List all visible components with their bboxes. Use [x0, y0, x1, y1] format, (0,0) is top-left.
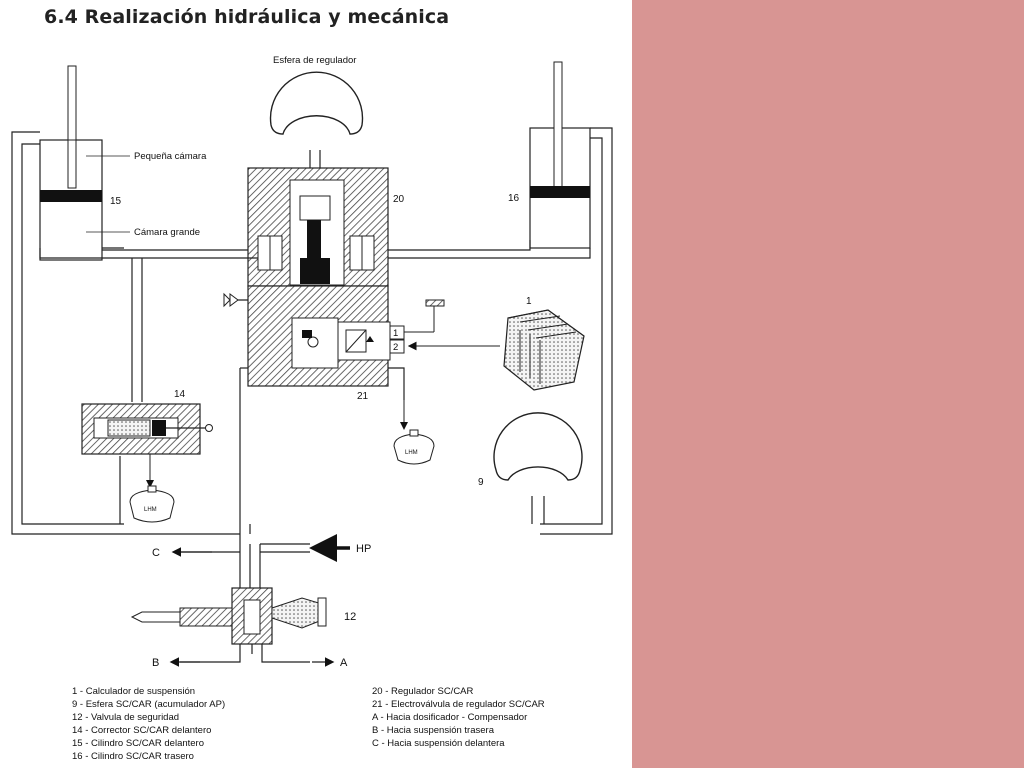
- label-16: 16: [508, 193, 520, 204]
- label-12: 12: [344, 611, 356, 623]
- label-regulator-sphere: Esfera de regulador: [273, 55, 356, 66]
- corrector-14: [81, 403, 213, 488]
- document-page: 6.4 Realización hidráulica y mecánica Es…: [11, 6, 613, 762]
- legend-item: 21 - Electroválvula de regulador SC/CAR: [372, 699, 545, 710]
- hydraulic-diagram: Esfera de regulador 20 21: [11, 55, 613, 762]
- label-21: 21: [357, 391, 369, 402]
- safety-valve-12: [130, 587, 327, 645]
- legend-right: 20 - Regulador SC/CAR 21 - Electroválvul…: [372, 686, 545, 749]
- lhm-label-left: LHM: [144, 507, 157, 513]
- legend-item: 15 - Cilindro SC/CAR delantero: [72, 738, 204, 749]
- label-hp: HP: [356, 543, 371, 555]
- ground-symbol: [404, 299, 445, 333]
- side-color-panel: [632, 0, 1024, 768]
- hydraulic-pipes: [11, 127, 613, 663]
- legend-item: 16 - Cilindro SC/CAR trasero: [72, 751, 194, 762]
- legend-item: C - Hacia suspensión delantera: [372, 738, 505, 749]
- regulator-sphere: [269, 71, 364, 170]
- page-title: 6.4 Realización hidráulica y mecánica: [44, 6, 450, 28]
- regulator-20: [247, 167, 391, 387]
- cylinder-15: [39, 65, 130, 261]
- label-1: 1: [526, 296, 532, 307]
- accumulator-sphere-9: [493, 412, 583, 524]
- label-15: 15: [110, 196, 122, 207]
- suspension-calculator-1: [503, 309, 585, 391]
- label-large-chamber: Cámara grande: [134, 227, 200, 238]
- label-9: 9: [478, 477, 484, 488]
- legend-item: A - Hacia dosificador - Compensador: [372, 712, 527, 723]
- check-valve-symbol: [223, 292, 239, 308]
- legend-item: 12 - Valvula de seguridad: [72, 712, 179, 723]
- label-small-chamber: Pequeña cámara: [134, 151, 207, 162]
- label-a: A: [340, 657, 348, 669]
- label-c: C: [152, 547, 160, 559]
- label-20: 20: [393, 194, 405, 205]
- label-14: 14: [174, 389, 186, 400]
- legend-item: B - Hacia suspensión trasera: [372, 725, 495, 736]
- legend-left: 1 - Calculador de suspensión 9 - Esfera …: [72, 686, 225, 762]
- lhm-reservoir-left: LHM: [129, 485, 175, 523]
- port-1-label: 1: [393, 328, 398, 339]
- legend-item: 14 - Corrector SC/CAR delantero: [72, 725, 211, 736]
- legend-item: 9 - Esfera SC/CAR (acumulador AP): [72, 699, 225, 710]
- cylinder-16: [529, 61, 591, 249]
- legend-item: 20 - Regulador SC/CAR: [372, 686, 474, 697]
- legend-item: 1 - Calculador de suspensión: [72, 686, 195, 697]
- lhm-reservoir-right: LHM: [393, 400, 435, 465]
- lhm-label-right: LHM: [405, 450, 418, 456]
- port-2-label: 2: [393, 342, 398, 353]
- label-b: B: [152, 657, 159, 669]
